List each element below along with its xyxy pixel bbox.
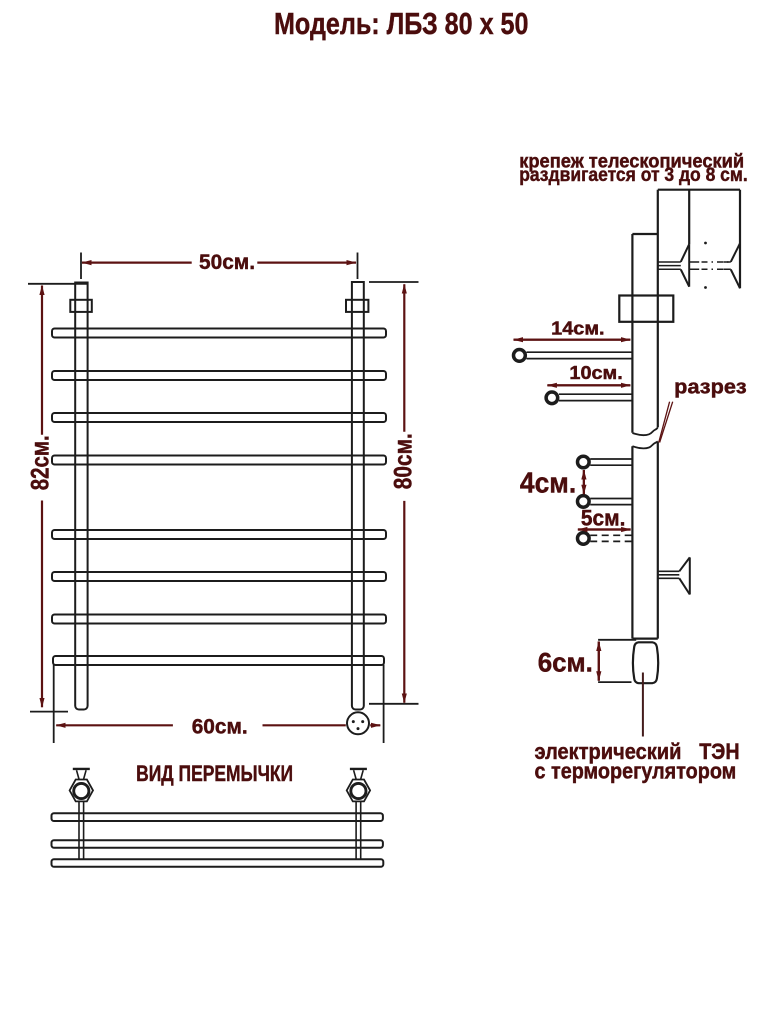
svg-text:14см.: 14см. bbox=[551, 319, 604, 339]
svg-text:4см.: 4см. bbox=[520, 468, 576, 500]
svg-text:Модель: ЛБЗ 80 х 50: Модель: ЛБЗ 80 х 50 bbox=[274, 6, 529, 41]
svg-text:ТЭН: ТЭН bbox=[699, 739, 739, 764]
svg-text:10см.: 10см. bbox=[569, 363, 622, 383]
svg-text:80см.: 80см. bbox=[389, 433, 417, 489]
svg-text:ВИД ПЕРЕМЫЧКИ: ВИД ПЕРЕМЫЧКИ bbox=[136, 761, 293, 786]
svg-text:электрический: электрический bbox=[535, 739, 682, 764]
svg-text:раздвигается от 3 до 8 см.: раздвигается от 3 до 8 см. bbox=[519, 165, 748, 186]
svg-text:разрез: разрез bbox=[674, 377, 747, 399]
svg-text:82см.: 82см. bbox=[27, 435, 55, 490]
svg-text:с терморегулятором: с терморегулятором bbox=[535, 758, 737, 783]
svg-text:50см.: 50см. bbox=[199, 250, 255, 274]
svg-text:5см.: 5см. bbox=[581, 506, 626, 531]
svg-text:6см.: 6см. bbox=[538, 648, 593, 678]
svg-text:крепеж телескопический: крепеж телескопический bbox=[519, 151, 744, 172]
svg-text:60см.: 60см. bbox=[192, 715, 248, 739]
